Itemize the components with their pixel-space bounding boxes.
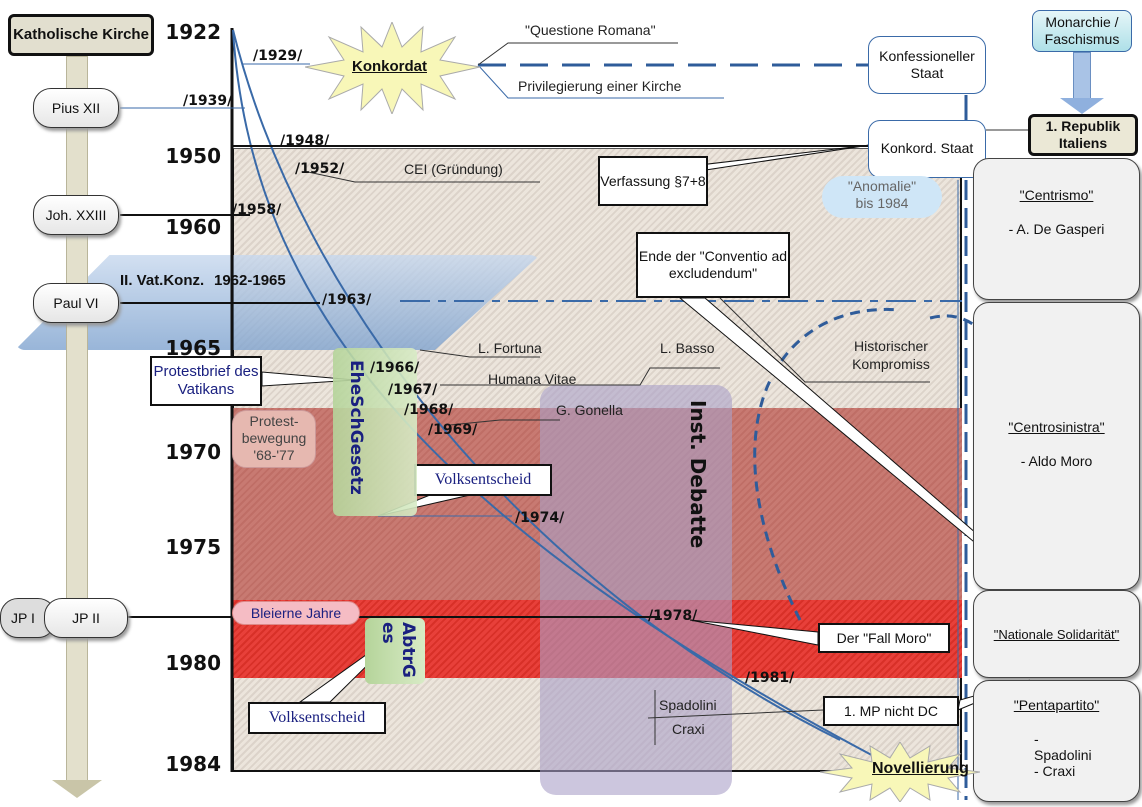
- konkordat-label: Konkordat: [352, 58, 427, 75]
- abtrges-label: AbtrGes: [378, 622, 418, 678]
- pope-pius-xii: Pius XII: [33, 88, 119, 128]
- year-label: 1922: [165, 20, 221, 44]
- fortuna-label: L. Fortuna: [478, 340, 542, 356]
- year-label: 1984: [165, 752, 221, 776]
- year-label: 1960: [165, 215, 221, 239]
- inst-debatte-label: Inst. Debatte: [686, 400, 710, 549]
- questione-romana-label: "Questione Romana": [525, 22, 656, 38]
- phase-title: "Nationale Solidarität": [993, 627, 1120, 642]
- phase-centrosinistra: "Centrosinistra" - Aldo Moro: [973, 302, 1140, 590]
- marker-1939: /1939/: [183, 93, 233, 109]
- humana-vitae-label: Humana Vitae: [488, 371, 577, 387]
- eheschgesetz-bar: [333, 348, 417, 516]
- republik-box: 1. Republik Italiens: [1028, 114, 1138, 156]
- craxi-label: Craxi: [672, 721, 705, 737]
- spadolini-label: Spadolini: [659, 697, 717, 713]
- arrow-head-icon: [1060, 98, 1104, 114]
- year-label: 1975: [165, 535, 221, 559]
- kompromiss-label: Historischer Kompromiss: [852, 338, 930, 372]
- konfessioneller-staat-box: Konfessioneller Staat: [868, 36, 986, 94]
- volksentscheid-callout: Volksentscheid: [414, 464, 552, 496]
- marker-1974: /1974/: [515, 510, 565, 526]
- protestbewegung-label: Protest- bewegung '68-'77: [232, 410, 316, 468]
- arrow-down-icon: [1073, 52, 1091, 100]
- pope-jp-ii: JP II: [44, 598, 128, 638]
- bleierne-jahre-label: Bleierne Jahre: [232, 601, 360, 625]
- phase-title: "Centrosinistra": [1008, 419, 1105, 435]
- year-label: 1970: [165, 440, 221, 464]
- marker-1958: /1958/: [232, 202, 282, 218]
- privilegierung-label: Privilegierung einer Kirche: [518, 78, 682, 94]
- protestbrief-callout: Protestbrief des Vatikans: [150, 356, 262, 406]
- phase-title: "Centrismo": [1019, 187, 1094, 203]
- phase-title: "Pentapartito": [1013, 697, 1100, 713]
- marker-1966: /1966/: [370, 360, 420, 376]
- inst-debatte-bar: [540, 385, 732, 795]
- marker-1969: /1969/: [428, 422, 478, 438]
- monarchie-box: Monarchie / Faschismus: [1032, 10, 1132, 52]
- marker-1978: /1978/: [648, 608, 698, 624]
- verfassung-callout: Verfassung §7+8: [598, 156, 708, 206]
- eheschgesetz-label: EheSchGesetz: [346, 360, 366, 495]
- fall-moro-callout: Der "Fall Moro": [818, 623, 950, 653]
- cei-label: CEI (Gründung): [404, 161, 503, 177]
- conventio-callout: Ende der "Conventio ad excludendum": [636, 232, 790, 298]
- phase-detail: - Aldo Moro: [1020, 453, 1093, 469]
- phase-centrismo: "Centrismo" - A. De Gasperi: [973, 158, 1140, 300]
- novellierung-star-icon: [820, 742, 980, 802]
- church-title: Katholische Kirche: [8, 14, 154, 56]
- konkordat-star-icon: [305, 22, 480, 114]
- gonella-label: G. Gonella: [556, 402, 623, 418]
- year-label: 1950: [165, 144, 221, 168]
- abtrges-bar: [365, 618, 425, 684]
- marker-1952: /1952/: [295, 161, 345, 177]
- marker-1968: /1968/: [404, 402, 454, 418]
- marker-1948: /1948/: [280, 133, 330, 149]
- volksentscheid-callout-2: Volksentscheid: [248, 702, 386, 734]
- council-name: II. Vat.Konz.: [120, 272, 205, 289]
- year-label: 1980: [165, 651, 221, 675]
- marker-1967: /1967/: [388, 382, 438, 398]
- novellierung-label: Novellierung: [872, 760, 969, 777]
- pope-johannes-xxiii: Joh. XXIII: [33, 195, 119, 235]
- marker-1963: /1963/: [322, 292, 372, 308]
- konkord-staat-box: Konkord. Staat: [868, 120, 986, 178]
- anomalie-cloud: "Anomalie" bis 1984: [822, 176, 942, 218]
- phase-detail: - A. De Gasperi: [1008, 221, 1105, 237]
- pope-paul-vi: Paul VI: [33, 283, 119, 323]
- mp-nicht-dc-callout: 1. MP nicht DC: [823, 696, 959, 726]
- phase-pentapartito: "Pentapartito" -Spadolini - Craxi: [973, 680, 1140, 802]
- arrow-head-icon: [52, 780, 102, 798]
- phase-nationale-solidaritaet: "Nationale Solidarität": [973, 590, 1140, 678]
- phase-detail: -Spadolini - Craxi: [1034, 731, 1092, 779]
- marker-1929: /1929/: [253, 48, 303, 64]
- succession-arrow: [66, 56, 88, 786]
- marker-1981: /1981/: [745, 670, 795, 686]
- basso-label: L. Basso: [660, 340, 715, 356]
